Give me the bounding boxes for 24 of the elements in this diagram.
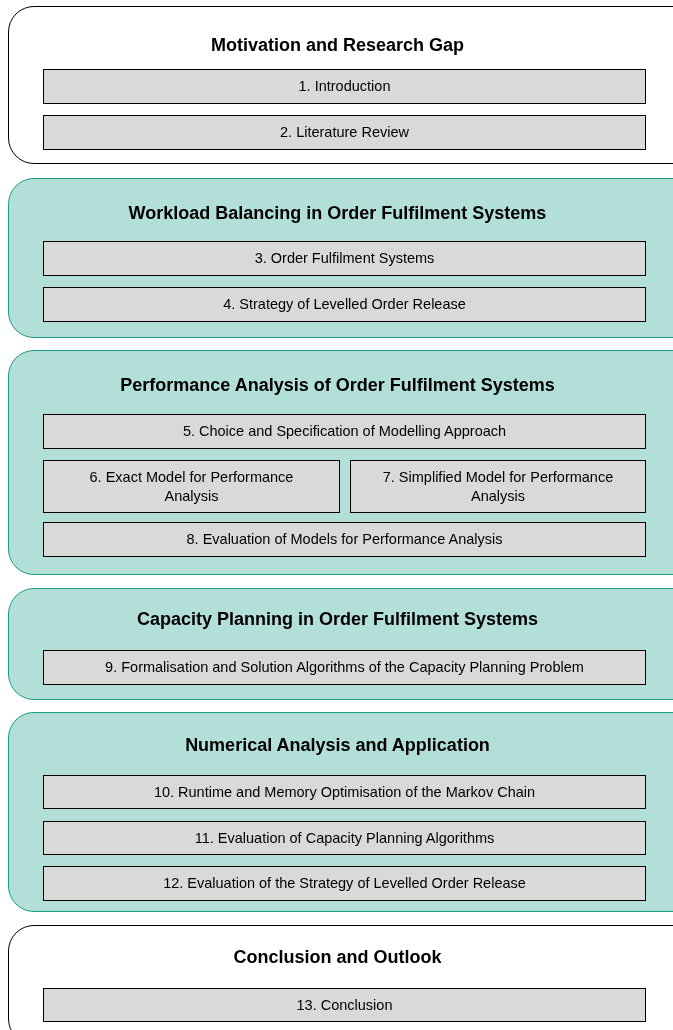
panel-heading: Numerical Analysis and Application [185, 735, 490, 756]
chapter-box: 2. Literature Review [43, 115, 646, 150]
chapter-box: 11. Evaluation of Capacity Planning Algorithms [43, 821, 646, 855]
section-panel [8, 178, 673, 338]
panel-heading: Motivation and Research Gap [210, 35, 465, 56]
chapter-box: 1. Introduction [43, 69, 646, 104]
chapter-box: 5. Choice and Specification of Modelling Approach [43, 414, 646, 449]
chapter-box: 12. Evaluation of the Strategy of Levelled Order Release [43, 866, 646, 901]
panel-heading: Capacity Planning in Order Fulfilment Systems [136, 609, 539, 630]
section-panel [8, 588, 673, 700]
panel-heading: Workload Balancing in Order Fulfilment Systems [128, 203, 547, 224]
chapter-box: 8. Evaluation of Models for Performance Analysis [43, 522, 646, 557]
panel-heading: Performance Analysis of Order Fulfilment Systems [120, 375, 555, 396]
section-panel [8, 6, 673, 164]
section-panel [8, 712, 673, 912]
chapter-box: 13. Conclusion [43, 988, 646, 1022]
chapter-box: 10. Runtime and Memory Optimisation of the Markov Chain [43, 775, 646, 809]
panel-heading: Conclusion and Outlook [233, 947, 442, 968]
chapter-box: 7. Simplified Model for Performance Analysis [350, 460, 646, 513]
section-panel [8, 350, 673, 575]
chapter-box: 4. Strategy of Levelled Order Release [43, 287, 646, 322]
chapter-box: 6. Exact Model for Performance Analysis [43, 460, 340, 513]
chapter-box: 9. Formalisation and Solution Algorithms of the Capacity Planning Problem [43, 650, 646, 685]
chapter-box: 3. Order Fulfilment Systems [43, 241, 646, 276]
